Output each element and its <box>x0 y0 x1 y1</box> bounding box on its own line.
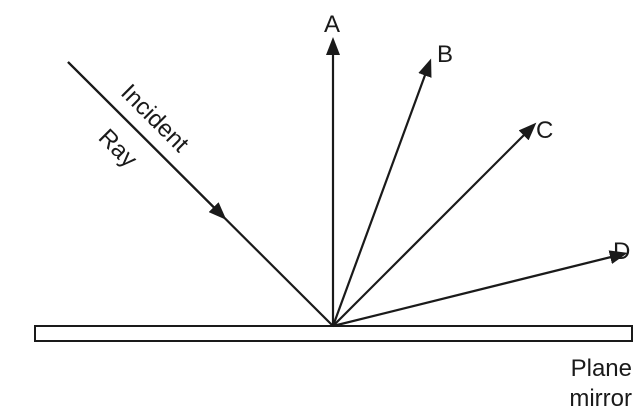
label-b: B <box>437 41 453 68</box>
ray-b <box>331 58 432 327</box>
label-c: C <box>536 117 553 144</box>
ray-d <box>332 250 628 328</box>
ray-c <box>332 122 537 327</box>
label-a: A <box>324 11 340 38</box>
incident-ray <box>67 61 334 327</box>
incident-arrow-icon <box>67 61 227 220</box>
plane-mirror <box>34 325 633 342</box>
label-d: D <box>613 238 630 265</box>
ray-label: Ray <box>93 124 142 173</box>
mirror-label-line1: Plane <box>571 355 632 382</box>
mirror-label-line2: mirror <box>569 385 632 412</box>
